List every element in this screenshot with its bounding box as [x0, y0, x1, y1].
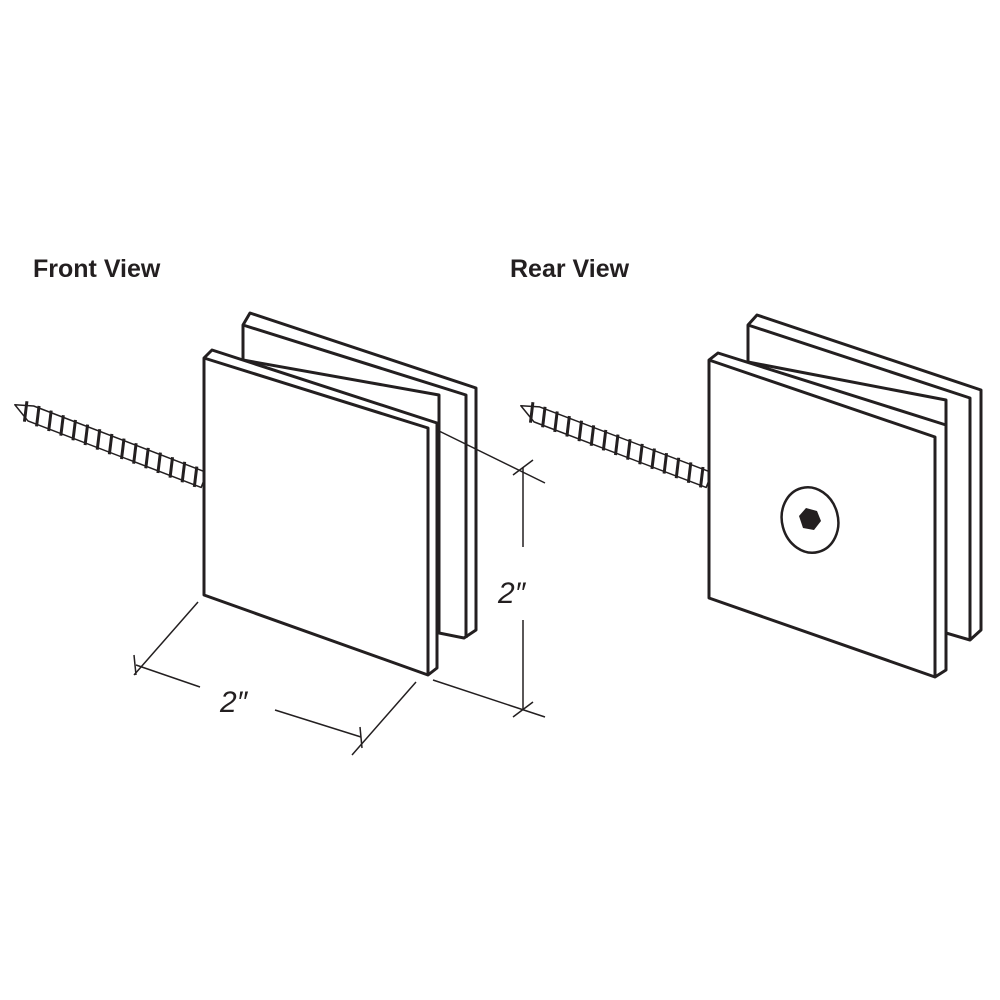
front-screw — [14, 401, 208, 489]
screw-thread — [674, 457, 681, 479]
front-front-plate — [202, 348, 439, 677]
rear-screw — [520, 402, 713, 489]
screw-thread — [699, 466, 705, 488]
screw-thread — [626, 439, 632, 460]
screw-thread — [144, 447, 150, 469]
screw-thread — [59, 415, 65, 436]
screw-thread — [132, 443, 138, 464]
height-dimension — [432, 429, 546, 718]
screw-thread — [180, 461, 187, 483]
screw-thread — [541, 406, 547, 428]
screw-thread — [601, 429, 608, 451]
front-back-plate — [241, 311, 478, 640]
front-view-label: Front View — [33, 255, 161, 283]
front-view-clamp — [14, 311, 478, 677]
width-dimension — [133, 601, 417, 756]
screw-thread — [662, 452, 669, 474]
screw-thread — [638, 443, 644, 465]
screw-thread — [528, 402, 535, 423]
screw-thread — [686, 462, 693, 484]
rear-view-label: Rear View — [510, 255, 630, 283]
screw-thread — [35, 405, 41, 427]
screw-thread — [22, 401, 29, 422]
screw-thread — [95, 429, 102, 450]
screw-thread — [120, 438, 126, 460]
screw-thread — [47, 410, 53, 432]
screw-thread — [71, 419, 77, 441]
rear-back-plate — [746, 313, 983, 642]
screw-thread — [589, 425, 596, 447]
screw-thread — [107, 433, 114, 455]
screw-thread — [650, 448, 656, 470]
screw-thread — [192, 466, 199, 488]
screw-thread — [565, 415, 571, 437]
rear-view-clamp — [520, 313, 983, 679]
hex-socket-icon — [799, 508, 821, 530]
screw-thread — [614, 434, 620, 456]
screw-thread — [168, 457, 175, 478]
screw-thread — [83, 424, 90, 446]
screw-thread — [577, 420, 583, 442]
width-dimension-label: 2″ — [219, 686, 249, 719]
screw-thread — [553, 411, 559, 433]
height-dimension-label: 2″ — [497, 577, 527, 610]
screw-thread — [156, 452, 162, 474]
